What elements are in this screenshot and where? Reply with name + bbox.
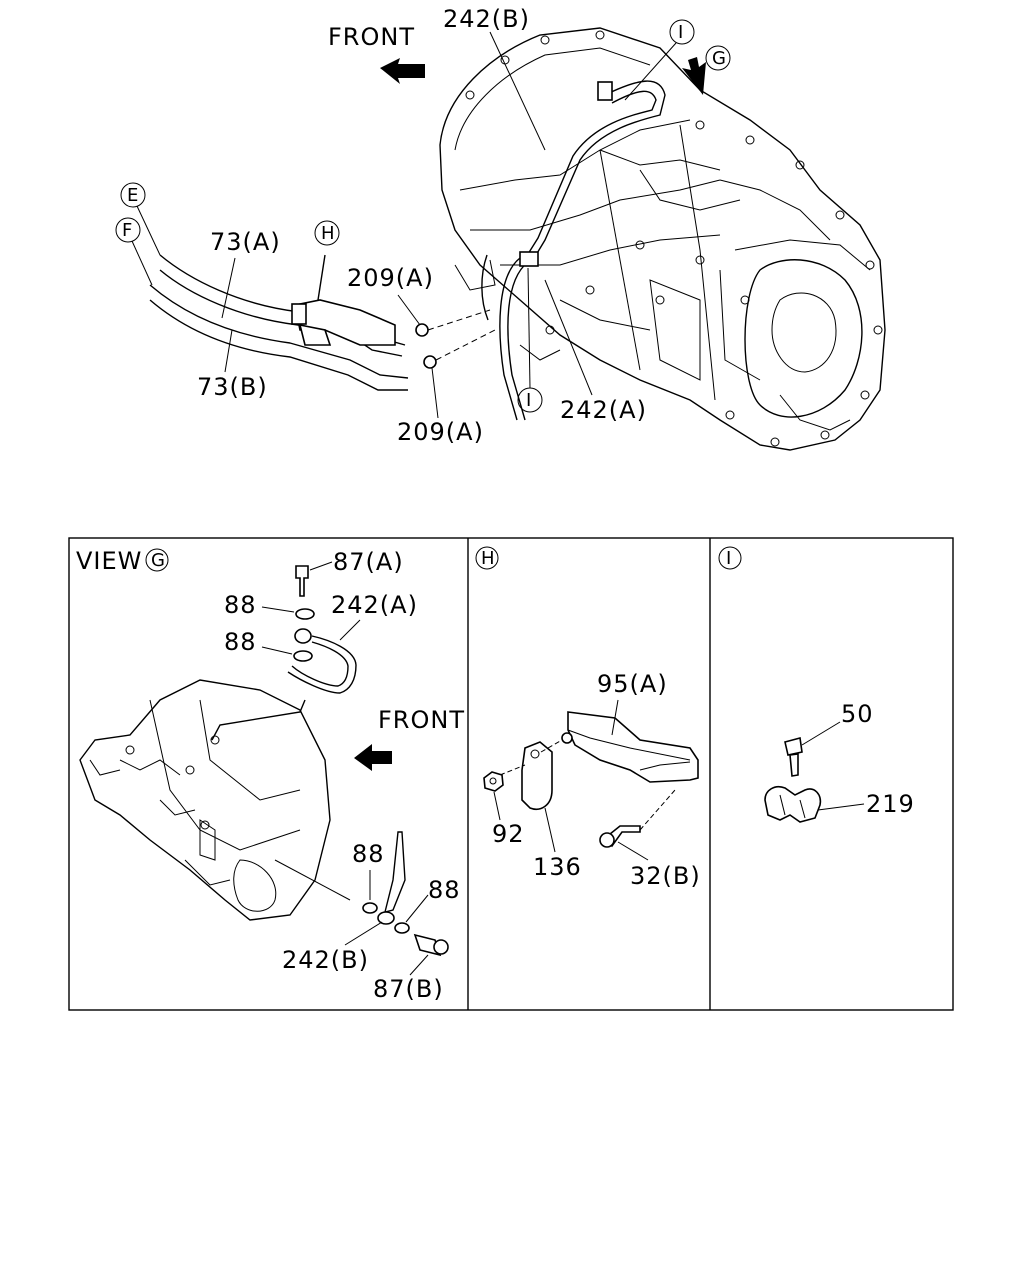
view-h-title-circle: H xyxy=(481,548,495,569)
panel-view-g: VIEW G FRONT 87(A) xyxy=(76,547,465,1003)
view-h-callout-95a: 95(A) xyxy=(597,670,668,698)
callout-209a-lower: 209(A) xyxy=(397,367,484,446)
view-g-callout-88-4: 88 xyxy=(428,876,461,904)
view-g-arrow: G xyxy=(682,45,731,95)
front-arrow-top: FRONT xyxy=(328,23,425,84)
callout-242b-top-label: 242(B) xyxy=(443,5,530,33)
view-g-title-circle: G xyxy=(151,550,165,571)
callout-73b: 73(B) xyxy=(197,329,268,401)
view-g-callout-88-2: 88 xyxy=(224,628,257,656)
pipe-242 xyxy=(481,80,666,421)
callout-73a: 73(A) xyxy=(210,228,281,319)
view-i-callout-50: 50 xyxy=(841,700,874,728)
view-g-title: VIEW xyxy=(76,547,142,575)
circle-e-letter: E xyxy=(127,185,138,206)
circle-g-letter: G xyxy=(712,48,726,69)
callout-242a-top: 242(A) xyxy=(544,279,647,424)
reference-circle-i-bottom: I xyxy=(517,267,543,413)
view-g-callout-88-1: 88 xyxy=(224,591,257,619)
view-h-callout-32b: 32(B) xyxy=(630,862,701,890)
panel-view-i: I 50 219 xyxy=(718,546,915,823)
callout-73b-label: 73(B) xyxy=(197,373,268,401)
clip-209 xyxy=(415,309,496,369)
view-g-callout-88-3: 88 xyxy=(352,840,385,868)
circle-f-letter: F xyxy=(122,220,132,241)
view-h-callout-136: 136 xyxy=(533,853,582,881)
front-label-top: FRONT xyxy=(328,23,415,51)
hose-73 xyxy=(149,254,409,391)
callout-209a-upper-label: 209(A) xyxy=(347,264,434,292)
view-i-callout-219: 219 xyxy=(866,790,915,818)
view-g-callout-242b: 242(B) xyxy=(282,946,369,974)
view-g-callout-87b: 87(B) xyxy=(373,975,444,1003)
reference-circle-i-top: I xyxy=(624,19,695,101)
view-g-front-label: FRONT xyxy=(378,706,465,734)
view-g-callout-242a: 242(A) xyxy=(331,591,418,619)
view-g-callout-87a: 87(A) xyxy=(333,548,404,576)
callout-242b-top: 242(B) xyxy=(443,5,546,151)
reference-circle-h-top: H xyxy=(314,220,340,246)
circle-i-letter-top: I xyxy=(678,22,683,43)
housing-bolts xyxy=(465,30,883,447)
reference-circle-f: F xyxy=(115,217,153,286)
view-i-title-circle: I xyxy=(726,548,731,569)
circle-h-letter-top: H xyxy=(321,223,335,244)
view-h-callout-92: 92 xyxy=(492,820,525,848)
callout-209a-lower-label: 209(A) xyxy=(397,418,484,446)
panel-view-h: H 95(A) 92 136 32(B) xyxy=(475,546,701,890)
circle-i-letter-bottom: I xyxy=(526,390,531,411)
reference-circle-e: E xyxy=(120,182,161,256)
callout-73a-label: 73(A) xyxy=(210,228,281,256)
callout-242a-top-label: 242(A) xyxy=(560,396,647,424)
callout-209a-upper: 209(A) xyxy=(347,264,434,326)
transmission-assembly xyxy=(439,27,886,451)
detail-panels-frame xyxy=(68,537,954,1011)
